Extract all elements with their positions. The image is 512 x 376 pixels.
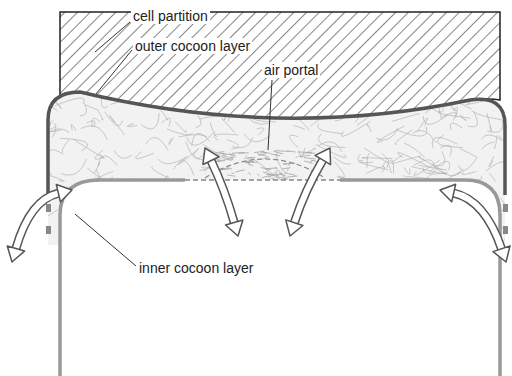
leader-lines xyxy=(75,22,272,266)
side-portal-pieces xyxy=(46,204,508,234)
cocoon-fibers xyxy=(22,76,512,252)
part-label: cell partition xyxy=(131,8,210,24)
part-label: inner cocoon layer xyxy=(137,260,255,276)
part-label: outer cocoon layer xyxy=(133,38,252,54)
airflow-arrows xyxy=(7,148,510,262)
part-label: air portal xyxy=(262,62,320,78)
inner-cocoon-layer xyxy=(60,180,185,376)
air-portal xyxy=(205,159,325,178)
